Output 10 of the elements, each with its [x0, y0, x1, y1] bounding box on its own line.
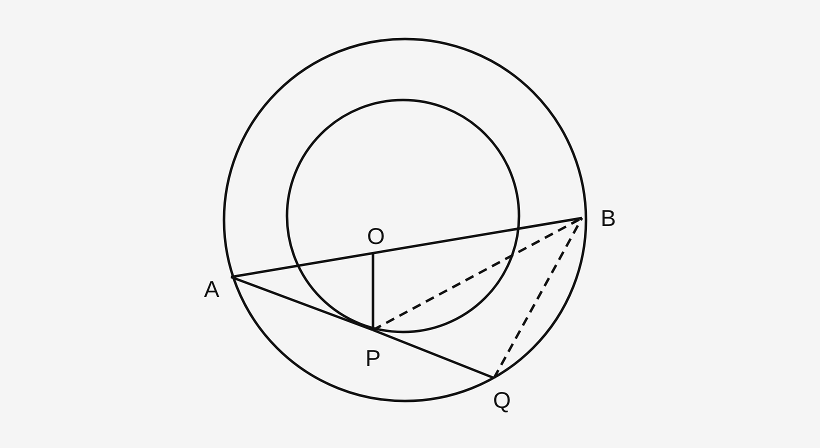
line-segment: [230, 276, 374, 332]
point-label: A: [204, 277, 231, 301]
point-label: Q: [488, 378, 516, 412]
point-label: B: [582, 204, 616, 232]
line-segment: [372, 328, 494, 380]
line-segment: [230, 216, 582, 278]
dashed-line-segment: [492, 217, 584, 379]
point-label: O: [362, 225, 390, 253]
line-segment: [372, 253, 374, 330]
point-label: P: [360, 330, 386, 370]
